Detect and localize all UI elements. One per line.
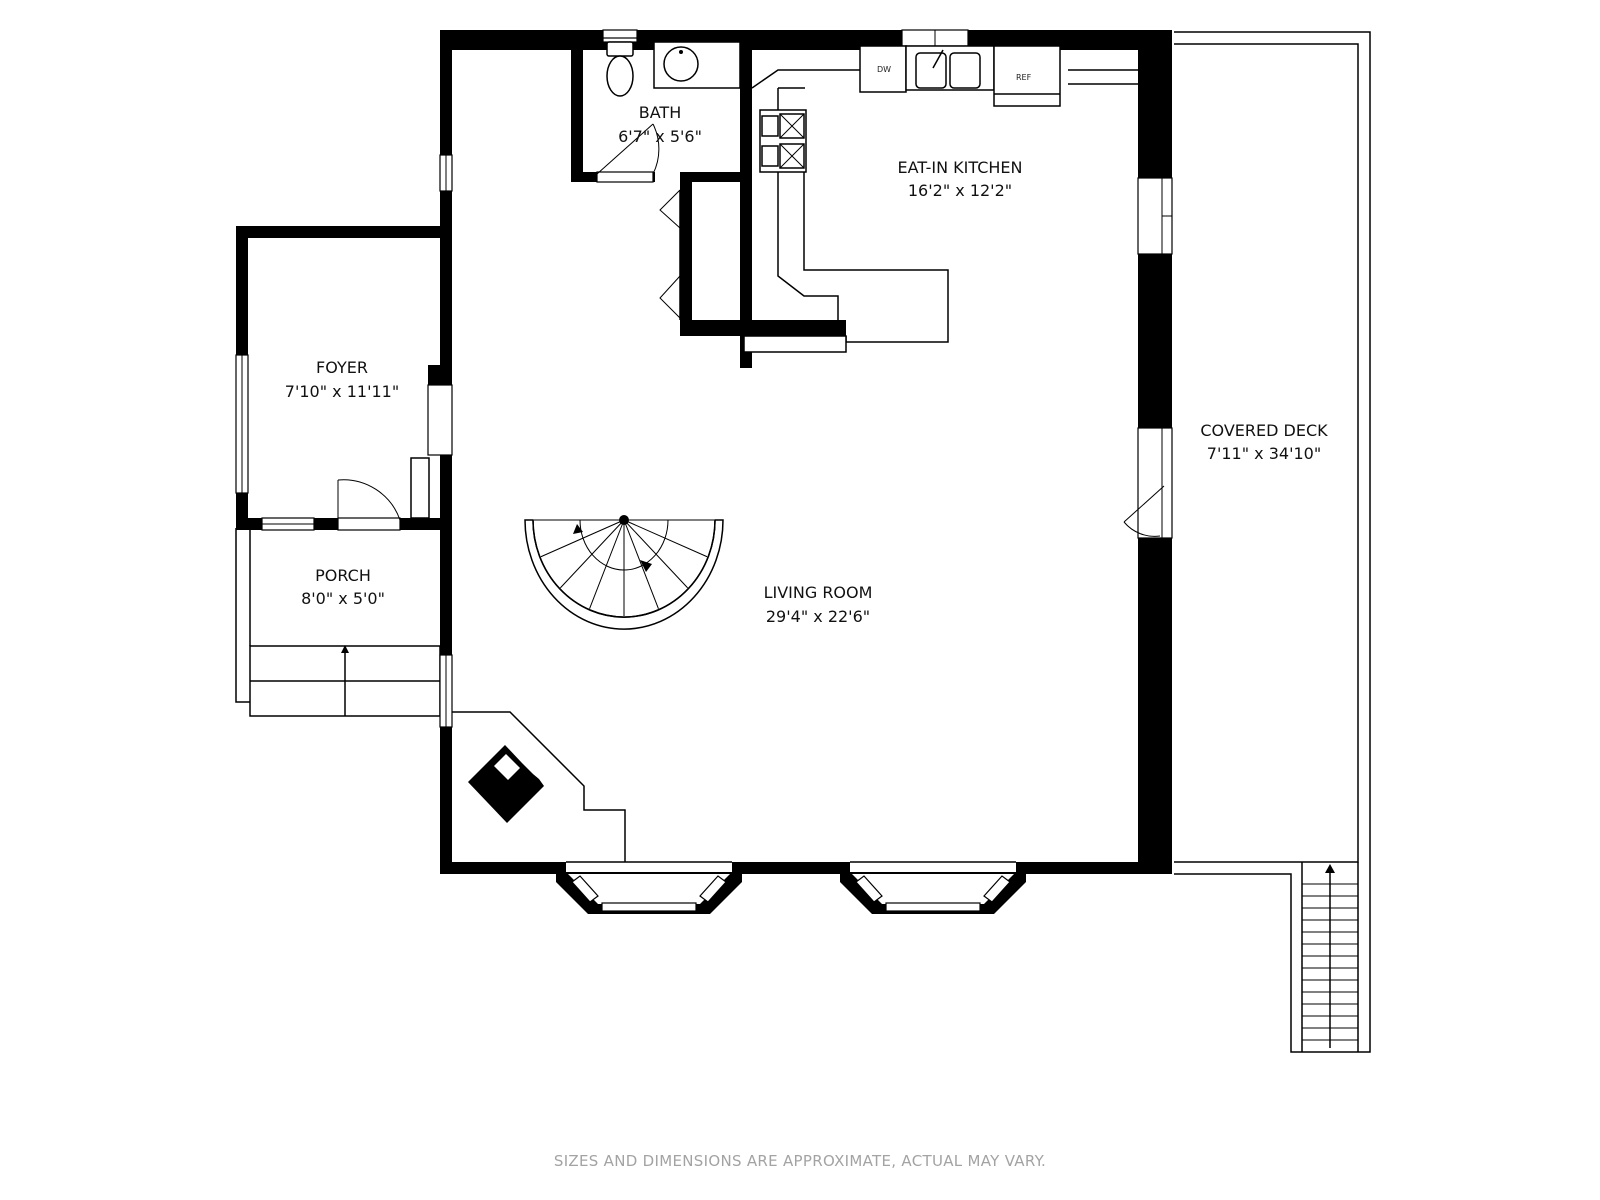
toilet-icon (606, 41, 634, 97)
disclaimer-note: SIZES AND DIMENSIONS ARE APPROXIMATE, AC… (554, 1152, 1046, 1170)
windows (235, 29, 1173, 728)
bay-opening-left (566, 862, 732, 872)
closet-doors (659, 189, 681, 320)
room-name: PORCH (315, 566, 371, 585)
room-dims: 29'4" x 22'6" (766, 607, 870, 626)
spiral-tread (589, 519, 625, 609)
room-name: LIVING ROOM (764, 583, 873, 602)
room-label-foyer: FOYER 7'10" x 11'11" (285, 358, 399, 401)
covered-deck-outline (1174, 31, 1371, 1053)
room-name: EAT-IN KITCHEN (898, 158, 1023, 177)
refrigerator-icon: REF (993, 45, 1061, 107)
direction-arrow-icon (341, 645, 349, 653)
room-name: COVERED DECK (1200, 421, 1328, 440)
room-dims: 6'7" x 5'6" (618, 127, 702, 146)
room-dims: 8'0" x 5'0" (301, 589, 385, 608)
spiral-inner-arc (579, 519, 669, 571)
room-label-deck: COVERED DECK 7'11" x 34'10" (1200, 421, 1328, 463)
direction-arrow-icon (573, 524, 583, 534)
direction-arrow-icon (1325, 864, 1335, 1048)
refrigerator-label: REF (1016, 73, 1032, 82)
room-dims: 7'11" x 34'10" (1207, 444, 1321, 463)
room-label-porch: PORCH 8'0" x 5'0" (301, 566, 385, 608)
room-name: BATH (639, 103, 681, 122)
walls (236, 30, 1172, 874)
kitchen-step (743, 335, 847, 353)
room-dims: 16'2" x 12'2" (908, 181, 1012, 200)
bay-window-left (556, 872, 742, 914)
room-dims: 7'10" x 11'11" (285, 382, 399, 401)
room-name: FOYER (316, 358, 368, 377)
foyer-door (337, 457, 430, 531)
direction-arrow-icon (640, 560, 652, 572)
dishwasher-icon: DW (859, 45, 907, 93)
room-label-bath: BATH 6'7" x 5'6" (618, 103, 702, 146)
bay-window-right (840, 872, 1026, 914)
spiral-center (619, 515, 629, 525)
room-label-living: LIVING ROOM 29'4" x 22'6" (764, 583, 873, 626)
deck-door (1123, 485, 1165, 537)
room-label-kitchen: EAT-IN KITCHEN 16'2" x 12'2" (898, 158, 1023, 200)
fireplace-icon (452, 711, 626, 862)
bath-door (596, 123, 660, 183)
spiral-stair-icon (524, 515, 724, 630)
double-sink-icon (905, 45, 995, 91)
dishwasher-label: DW (877, 65, 891, 74)
stove-icon (759, 109, 807, 173)
sink-icon (653, 41, 741, 89)
porch-outline (235, 528, 441, 717)
kitchen-counter (751, 69, 1138, 343)
bay-opening-right (850, 862, 1016, 872)
spiral-tread (623, 519, 659, 609)
